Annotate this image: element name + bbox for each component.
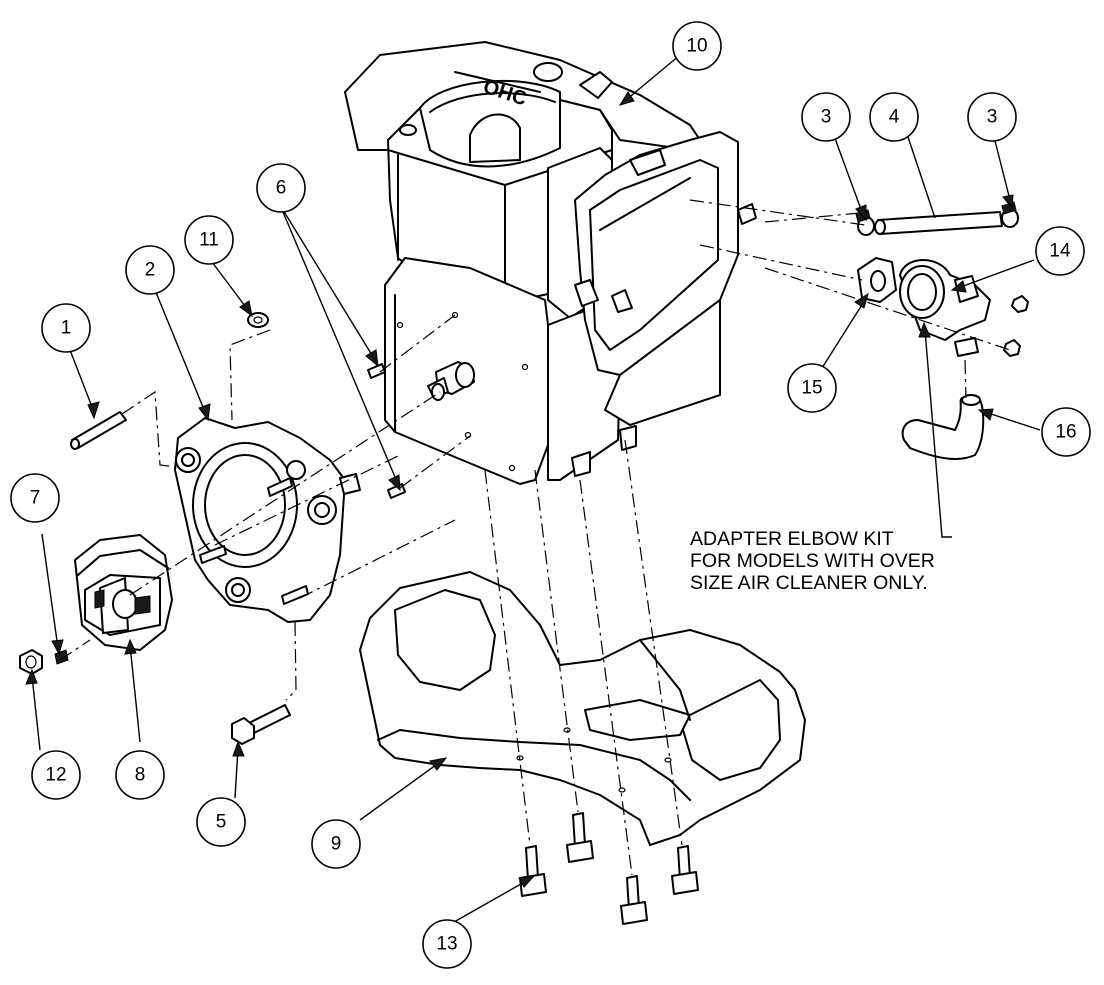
pin-alignment-line [121, 390, 186, 469]
callout-14-label: 14 [1049, 241, 1071, 262]
hose-part [874, 211, 1003, 235]
callout-7-label: 7 [30, 488, 41, 509]
callout-9: 9 [311, 819, 361, 869]
callout-5: 5 [196, 797, 246, 847]
stud-part-upper [367, 363, 386, 379]
callout-6-label: 6 [276, 178, 287, 199]
bolt-part-5 [231, 704, 291, 745]
callout-10: 10 [672, 21, 722, 71]
key-part [54, 649, 69, 665]
callout-2: 2 [125, 245, 175, 295]
leader-lines [25, 54, 1041, 923]
callout-15-label: 15 [801, 378, 822, 399]
coupler-part [74, 534, 173, 651]
callout-4: 4 [869, 92, 919, 142]
callout-3-left-label: 3 [821, 107, 832, 128]
bolt-part-13 [519, 812, 699, 925]
alignment-lines [59, 199, 1011, 876]
callout-7: 7 [10, 473, 60, 523]
note-line-1: ADAPTER ELBOW KIT [690, 528, 894, 550]
callout-13-label: 13 [436, 934, 457, 955]
callout-1: 1 [41, 303, 91, 353]
engine-assembly: OHC [344, 41, 757, 485]
mounting-bracket [359, 571, 806, 846]
callout-12: 12 [31, 750, 81, 800]
gasket-part [857, 257, 897, 303]
note-line-3: SIZE AIR CLEANER ONLY. [690, 572, 928, 594]
callout-8: 8 [115, 750, 165, 800]
callout-12-label: 12 [45, 765, 66, 786]
adapter-elbow-note: ADAPTER ELBOW KIT FOR MODELS WITH OVER S… [690, 528, 935, 594]
callout-3-right: 3 [967, 92, 1017, 142]
callout-14: 14 [1035, 226, 1085, 276]
adapter-elbow-part [899, 259, 991, 357]
callout-3-right-label: 3 [987, 107, 998, 128]
callout-6: 6 [256, 163, 306, 213]
callout-3-left: 3 [801, 92, 851, 142]
callout-11-label: 11 [199, 230, 219, 251]
callout-15: 15 [787, 363, 837, 413]
callout-16: 16 [1041, 407, 1091, 457]
adapter-housing [174, 417, 361, 623]
callout-4-label: 4 [889, 107, 900, 128]
callout-2-label: 2 [145, 260, 156, 281]
callout-1-label: 1 [61, 318, 72, 339]
callout-11: 11 [184, 215, 234, 265]
elbow-hose-part [901, 394, 985, 460]
callout-16-label: 16 [1055, 422, 1076, 443]
callout-9-label: 9 [331, 834, 342, 855]
washer-part [247, 312, 269, 328]
note-line-2: FOR MODELS WITH OVER [690, 550, 935, 572]
pin-part [70, 411, 127, 450]
callout-10-label: 10 [686, 36, 707, 57]
nut-part [19, 649, 43, 675]
callout-5-label: 5 [216, 812, 227, 833]
elbow-nuts [1003, 295, 1029, 357]
callout-13: 13 [422, 919, 472, 969]
callout-8-label: 8 [135, 765, 146, 786]
